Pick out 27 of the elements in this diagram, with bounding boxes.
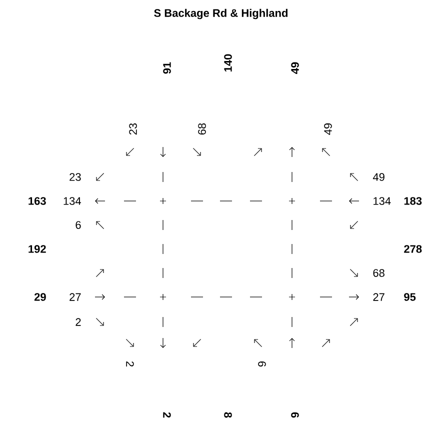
movement-count: 27 [70,293,81,301]
volume-total: 91 [163,62,171,74]
volume-total: 8 [224,412,232,418]
movement-count: 2 [126,361,134,366]
movement-count: 68 [373,269,384,277]
movement-count: 49 [372,173,384,181]
movement-count: 6 [76,221,81,229]
volume-total: 192 [28,245,46,253]
volume-total: 49 [291,62,299,74]
movement-count: 23 [129,123,137,135]
movement-count: 134 [64,197,81,205]
movement-count: 2 [76,318,81,326]
movement-count: 49 [324,123,332,135]
movement-count: 23 [70,173,81,181]
volume-total: 183 [404,197,422,205]
volume-total: 6 [291,412,299,418]
volume-total: 140 [224,54,232,72]
movement-count: 27 [373,293,384,301]
volume-total: 29 [34,293,46,301]
volume-total: 95 [404,293,416,301]
volume-total: 278 [404,245,422,253]
movement-count: 6 [258,362,266,367]
volume-total: 2 [163,412,171,418]
volume-total: 163 [28,197,46,205]
title: S Backage Rd & Highland [154,8,288,20]
movement-count: 68 [198,123,206,135]
movement-count: 134 [374,197,391,205]
